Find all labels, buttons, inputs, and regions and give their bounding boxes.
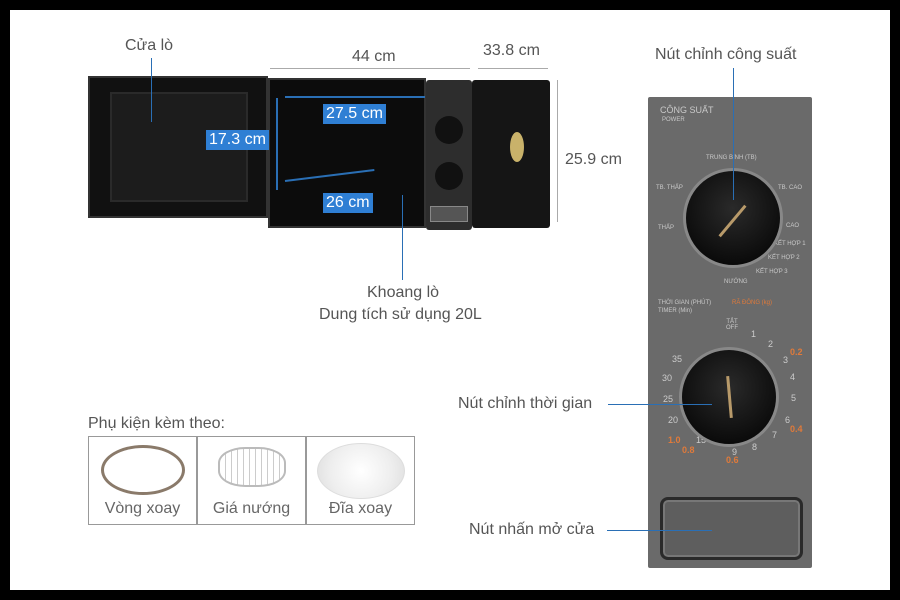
height-arrow (557, 80, 558, 222)
timer-number: 30 (662, 373, 673, 383)
accessory-grill-rack: Giá nướng (197, 436, 306, 525)
cavity-width-tag: 27.5 cm (323, 104, 386, 124)
door-open-button[interactable] (660, 497, 803, 560)
defrost-number: 1.0 (668, 435, 681, 445)
depth-label: 33.8 cm (483, 42, 540, 59)
off-label: TẮT OFF (726, 319, 738, 331)
power-level: CAO (786, 223, 800, 229)
power-level: KẾT HỢP 2 (768, 255, 800, 261)
door-button-label: Nút nhấn mở cửa (469, 521, 595, 538)
control-panel: CÔNG SUẤT POWER TRUNG BÌNH (TB) TB. THẤP… (648, 97, 812, 568)
cavity-width-arrow (285, 96, 425, 98)
timer-number: 5 (791, 393, 797, 403)
timer-number: 7 (772, 430, 778, 440)
control-strip (426, 80, 472, 230)
timer-knob-pointer (726, 375, 733, 419)
power-level: TB. THẤP (656, 185, 683, 191)
power-level: TB. CAO (778, 185, 803, 191)
cavity-depth-tag: 26 cm (323, 193, 373, 213)
accessory-turntable-plate: Đĩa xoay (306, 436, 415, 525)
power-level: TRUNG BÌNH (TB) (706, 155, 757, 161)
power-knob-label: Nút chỉnh công suất (655, 46, 797, 63)
door-button-leader (607, 530, 712, 531)
cavity-capacity: Dung tích sử dụng 20L (319, 306, 482, 323)
timer-number: 6 (785, 415, 791, 425)
power-title: CÔNG SUẤT (660, 105, 714, 115)
timer-number: 2 (768, 339, 774, 349)
mini-power-knob (435, 116, 463, 144)
roller-ring-icon (101, 445, 185, 495)
width-arrow (270, 68, 470, 69)
timer-knob-leader (608, 404, 712, 405)
defrost-number: 0.2 (790, 347, 803, 357)
timer-number: 3 (783, 355, 789, 365)
cavity-title: Khoang lò (367, 284, 440, 301)
power-knob-pointer (718, 204, 747, 238)
grill-rack-icon (218, 447, 286, 487)
timer-knob-label: Nút chỉnh thời gian (458, 395, 593, 412)
power-level: NƯỚNG (724, 279, 748, 285)
timer-number: 25 (663, 394, 674, 404)
power-knob[interactable] (683, 168, 783, 268)
timer-title: THỜI GIAN (PHÚT) (658, 300, 712, 306)
timer-number: 8 (752, 442, 758, 452)
power-sub: POWER (662, 117, 685, 123)
mini-timer-knob (435, 162, 463, 190)
timer-number: 15 (696, 435, 707, 445)
width-label: 44 cm (352, 48, 396, 65)
defrost-number: 0.8 (682, 445, 695, 455)
defrost-label: RÃ ĐÔNG (kg) (732, 300, 773, 306)
door-leader-line (151, 58, 152, 122)
timer-number: 35 (672, 354, 683, 364)
defrost-number: 0.4 (790, 424, 803, 434)
cavity-height-arrow (276, 98, 278, 190)
power-level: THẤP (658, 225, 675, 231)
height-label: 25.9 cm (565, 151, 622, 168)
timer-number: 1 (751, 329, 757, 339)
microwave-side (472, 80, 550, 228)
depth-arrow (478, 68, 548, 69)
timer-number: 9 (732, 447, 738, 457)
timer-knob[interactable] (679, 347, 779, 447)
timer-sub: TIMER (Min) (658, 308, 692, 314)
defrost-number: 0.6 (726, 455, 739, 465)
energy-sticker (510, 132, 524, 162)
timer-number: 4 (790, 372, 796, 382)
power-level: KẾT HỢP 1 (774, 241, 806, 247)
accessory-roller-ring: Vòng xoay (88, 436, 197, 525)
power-level: KẾT HỢP 3 (756, 269, 788, 275)
door-label: Cửa lò (125, 37, 174, 54)
cavity-leader-line (402, 195, 403, 280)
power-knob-leader (733, 68, 734, 200)
cavity-height-tag: 17.3 cm (206, 130, 269, 150)
accessories-title: Phụ kiện kèm theo: (88, 415, 225, 432)
turntable-plate-icon (317, 443, 405, 499)
timer-number: 20 (668, 415, 679, 425)
mini-door-button (430, 206, 468, 222)
